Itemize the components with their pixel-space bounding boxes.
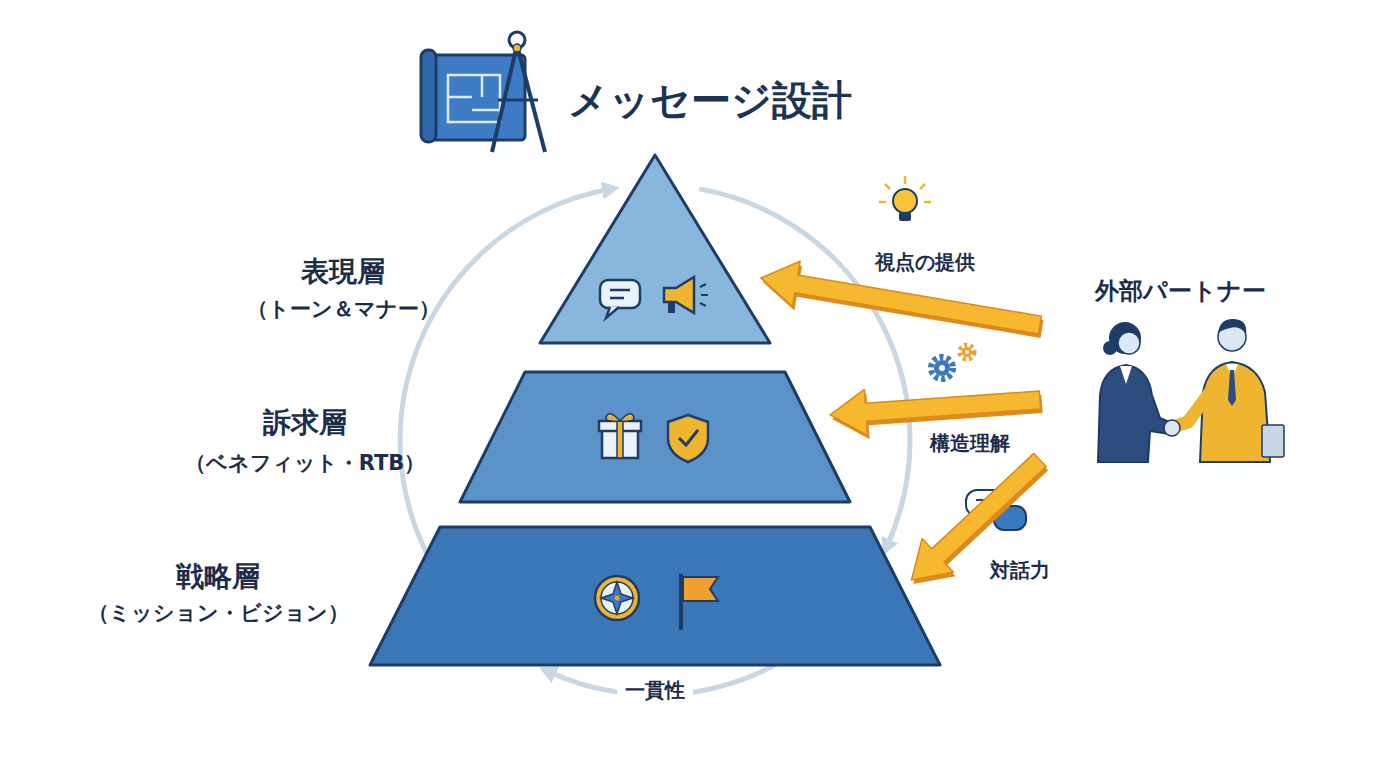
layer-shape (460, 372, 850, 502)
partner-man-figure (1228, 370, 1236, 406)
partner-woman-figure (1098, 322, 1172, 462)
gears-icon (962, 347, 972, 357)
lightbulb-icon (904, 176, 907, 184)
node-subheading: （トーン＆マナー） (247, 297, 440, 321)
lightbulb-icon (879, 176, 931, 202)
partner-arrow-shadow (763, 265, 1044, 338)
partner-man-figure (1200, 362, 1270, 462)
layer-shape (460, 372, 850, 502)
compass-icon (601, 582, 633, 614)
chat-icon (966, 490, 1026, 530)
flag-icon (683, 577, 718, 601)
gears-icon (965, 350, 969, 354)
layer-shape (370, 527, 940, 665)
megaphone-icon (664, 277, 694, 313)
lightbulb-icon (879, 176, 931, 221)
blueprint-icon (421, 50, 525, 142)
flag-icon (679, 574, 683, 630)
megaphone-icon (700, 284, 708, 306)
partner-man-figure (1164, 319, 1284, 462)
lightbulb-icon (893, 189, 917, 213)
partner-arrow (830, 389, 1041, 435)
edge-label: 視点の提供 (875, 251, 975, 274)
gift-icon (606, 414, 634, 422)
gears-icon (960, 345, 974, 359)
layer-shape (540, 155, 770, 343)
partner-man-figure (1176, 392, 1210, 426)
gears-icon (939, 365, 945, 371)
gift-icon (617, 421, 623, 458)
lightbulb-icon (920, 184, 925, 189)
partner-woman-figure (1109, 322, 1141, 354)
lightbulb-icon (899, 212, 911, 221)
partner-man-figure (1262, 425, 1284, 457)
gift-icon (599, 421, 641, 431)
layer-shape (540, 155, 770, 343)
partner-woman-figure (1118, 332, 1140, 354)
compass-tool-icon (509, 32, 525, 48)
speech-bubble-icon (600, 280, 640, 318)
node-heading: 外部パートナー (1095, 278, 1266, 306)
compass-icon (595, 576, 639, 620)
gears-icon (934, 360, 950, 376)
chat-icon (994, 506, 1026, 530)
node-subheading: （ベネフィット・RTB） (185, 451, 426, 475)
partner-group: 外部パートナー (1040, 270, 1295, 470)
node-subheading: （ミッション・ビジョン） (88, 601, 349, 625)
partner-woman-figure (1120, 366, 1132, 384)
lightbulb-icon (885, 184, 890, 189)
cycle-label: 一貫性 (617, 679, 693, 702)
megaphone-icon (664, 277, 708, 313)
compass-icon (601, 582, 633, 614)
partner-woman-figure (1098, 365, 1172, 462)
node-heading: 訴求層 (263, 407, 347, 439)
blueprint-icon (448, 75, 500, 122)
gift-icon (599, 414, 641, 458)
compass-tool-icon (492, 32, 545, 152)
compass-icon (615, 596, 620, 601)
shield-icon (668, 415, 708, 462)
flag-icon (681, 574, 718, 630)
node-heading: 戦略層 (176, 561, 260, 593)
compass-tool-icon (492, 45, 517, 152)
compass-tool-icon (513, 44, 521, 52)
chat-icon (972, 516, 984, 524)
speech-bubble-icon (600, 280, 640, 308)
lightbulb-icon (924, 201, 931, 204)
gears-icon (931, 357, 953, 379)
partner-man-figure (1164, 420, 1180, 436)
chat-icon (966, 490, 1004, 516)
chat-icon (976, 500, 994, 507)
shield-icon (679, 430, 698, 445)
pyramid-layer: 表現層（トーン＆マナー） (540, 155, 770, 343)
partner-man-figure (1226, 364, 1238, 378)
edge-label: 対話力 (990, 559, 1050, 582)
partner-woman-figure (1103, 341, 1117, 355)
megaphone-icon (668, 302, 675, 313)
lightbulb-icon (879, 201, 886, 204)
shield-icon (668, 415, 708, 462)
blueprint-icon (430, 55, 525, 140)
edge-label: 構造理解 (930, 432, 1010, 455)
diagram-title: メッセージ設計 (568, 73, 852, 128)
gears-icon (931, 345, 974, 379)
layer-shape (370, 527, 940, 665)
gift-icon (602, 430, 638, 458)
node-heading: 表現層 (301, 256, 385, 288)
pyramid-layer: 戦略層（ミッション・ビジョン） (370, 527, 940, 665)
compass-tool-icon (498, 99, 538, 102)
compass-icon (595, 576, 639, 620)
compass-tool-icon (517, 45, 545, 152)
partner-man-figure (1218, 323, 1246, 351)
partner-man-figure (1218, 319, 1246, 334)
speech-bubble-icon (606, 307, 619, 318)
speech-bubble-icon (610, 290, 630, 298)
pyramid-layer: 訴求層（ベネフィット・RTB） (460, 372, 850, 502)
blueprint-icon (421, 50, 436, 142)
